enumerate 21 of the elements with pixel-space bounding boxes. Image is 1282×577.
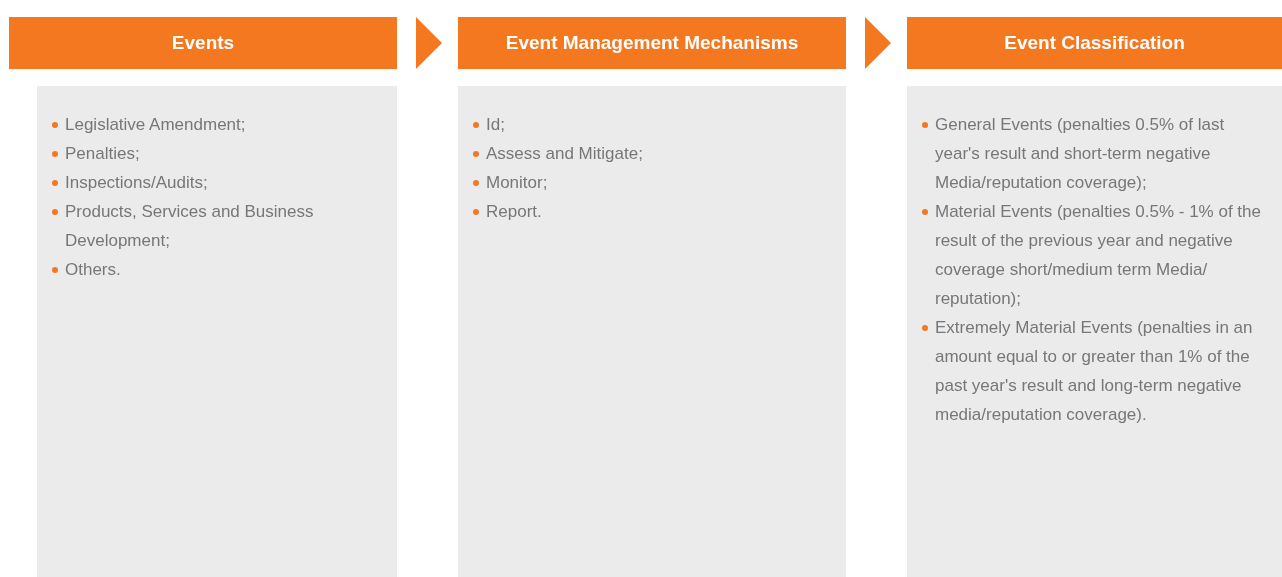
list-item: Extremely Material Events (penalties in an amount equal to or greater than 1% of the past year's result and long-term negative media/reputation coverage). [935, 317, 1254, 426]
list-item: Id; [486, 114, 505, 136]
header-title: Event Management Mechanisms [505, 30, 799, 55]
list-item: Products, Services and Business Development; [65, 201, 315, 252]
list-item: Others. [65, 259, 121, 281]
list-item: Legislative Amendment; [65, 114, 246, 136]
list-item: Monitor; [486, 172, 548, 194]
list-item: Material Events (penalties 0.5% - 1% of the result of the previous year and negative coverage short/medium term Media/ reputation); [935, 201, 1262, 310]
header-bar [9, 17, 397, 69]
list-item: General Events (penalties 0.5% of last year's result and short-term negative Media/reputation coverage); [935, 114, 1226, 194]
header-title: Event Classification [1004, 30, 1185, 55]
panel [907, 86, 1282, 577]
panel [458, 86, 846, 577]
header-bar [458, 17, 846, 69]
list-item: Inspections/Audits; [65, 172, 208, 194]
header-bar [907, 17, 1282, 69]
list-item: Assess and Mitigate; [486, 143, 643, 165]
list-item: Penalties; [65, 143, 140, 165]
panel [37, 86, 397, 577]
header-title: Events [171, 30, 235, 55]
list-item: Report. [486, 201, 542, 223]
